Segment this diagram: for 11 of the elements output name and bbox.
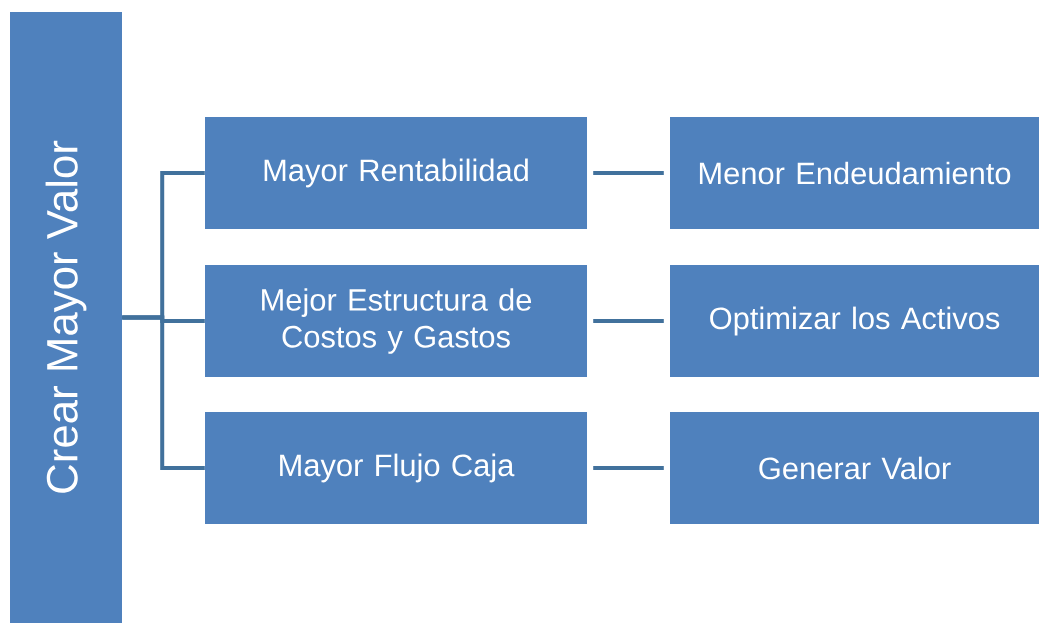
- connector-line: [593, 171, 664, 175]
- process-box: Mayor Flujo Caja: [205, 412, 587, 524]
- connector-line: [593, 466, 664, 470]
- connector-line: [122, 315, 205, 470]
- process-box: Optimizar los Activos: [670, 265, 1039, 377]
- title-bar: Crear Mayor Valor: [10, 12, 122, 623]
- process-box: Mejor Estructura de Costos y Gastos: [205, 265, 587, 377]
- process-box: Generar Valor: [670, 412, 1039, 524]
- process-box: Menor Endeudamiento: [670, 117, 1039, 229]
- process-box: Mayor Rentabilidad: [205, 117, 587, 229]
- connector-line: [593, 319, 664, 323]
